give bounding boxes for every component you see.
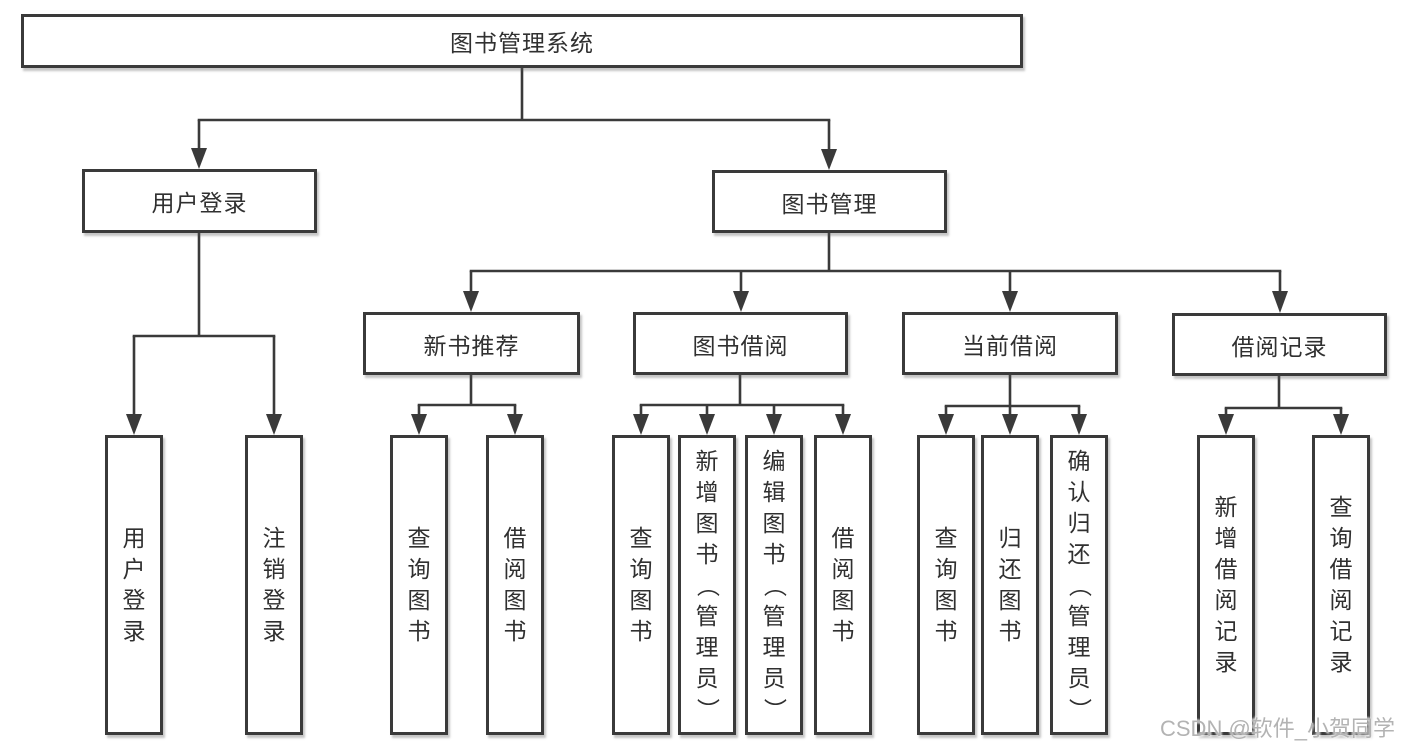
node-label: 图书管理 (781, 190, 878, 217)
node-user-login: 用户登录 (82, 169, 317, 233)
arrowhead-leaf (1002, 414, 1018, 435)
node-current-borrow: 当前借阅 (902, 312, 1118, 375)
arrowhead-leaf (766, 414, 782, 435)
arrowhead-leaf (126, 414, 142, 435)
arrowhead-leaf (1218, 414, 1234, 435)
arrowhead-leaf (1333, 414, 1349, 435)
node-label: 新书推荐 (423, 332, 520, 359)
arrowhead-leaf (938, 414, 954, 435)
node-label: 当前借阅 (962, 332, 1058, 359)
node-label: 用户登录 (122, 525, 146, 644)
node-borrow-records: 借阅记录 (1172, 313, 1387, 376)
leaf-borrow-books: 借阅图书 (814, 435, 872, 735)
arrowhead-leaf (1071, 414, 1087, 435)
leaf-confirm-return-admin: 确认归还（管理员） (1050, 435, 1108, 735)
leaf-edit-books-admin: 编辑图书（管理员） (745, 435, 803, 735)
arrowhead-leaf (266, 414, 282, 435)
arrowhead-level3 (1272, 291, 1288, 313)
node-book-management: 图书管理 (712, 170, 947, 233)
node-book-borrow: 图书借阅 (633, 312, 848, 375)
arrowhead-book-management (821, 149, 837, 170)
node-label: 用户登录 (151, 190, 248, 216)
node-label: 归还图书 (998, 525, 1022, 644)
leaf-user-login: 用户登录 (105, 435, 163, 735)
node-label: 查询图书 (407, 525, 431, 644)
node-label: 图书管理系统 (450, 30, 594, 56)
leaf-query-books-recommend: 查询图书 (390, 435, 448, 735)
arrowhead-leaf (507, 414, 523, 435)
leaf-logout: 注销登录 (245, 435, 303, 735)
node-label: 注销登录 (262, 525, 286, 644)
node-label: 新增借阅记录 (1214, 494, 1238, 675)
leaf-borrow-books-recommend: 借阅图书 (486, 435, 544, 735)
leaf-add-borrow-record: 新增借阅记录 (1197, 435, 1255, 735)
arrowhead-leaf (633, 414, 649, 435)
leaf-query-borrow-record: 查询借阅记录 (1312, 435, 1370, 735)
leaf-query-books-borrow: 查询图书 (612, 435, 670, 735)
leaf-query-books-current: 查询图书 (917, 435, 975, 735)
arrowhead-level3 (1002, 291, 1018, 312)
node-label: 新增图书（管理员） (694, 447, 721, 721)
leaf-add-books-admin: 新增图书（管理员） (678, 435, 736, 735)
node-label: 借阅记录 (1231, 333, 1328, 360)
arrowhead-level3 (733, 291, 749, 312)
node-label: 借阅图书 (503, 525, 527, 644)
arrowhead-leaf (411, 414, 427, 435)
leaf-return-books: 归还图书 (981, 435, 1039, 735)
arrowhead-level3 (463, 291, 479, 312)
node-label: 编辑图书（管理员） (761, 447, 788, 721)
node-label: 查询图书 (934, 525, 958, 644)
node-label: 借阅图书 (831, 525, 855, 644)
arrowhead-leaf (699, 414, 715, 435)
node-root: 图书管理系统 (21, 14, 1023, 68)
arrowhead-user-login (191, 148, 207, 169)
node-label: 图书借阅 (692, 332, 789, 359)
arrowhead-leaf (835, 414, 851, 435)
node-label: 查询借阅记录 (1329, 494, 1353, 675)
node-label: 确认归还（管理员） (1066, 447, 1093, 721)
csdn-watermark: CSDN @软件_小贺同学 (1160, 716, 1396, 741)
node-new-book-recommend: 新书推荐 (363, 312, 580, 375)
node-label: 查询图书 (629, 525, 653, 644)
